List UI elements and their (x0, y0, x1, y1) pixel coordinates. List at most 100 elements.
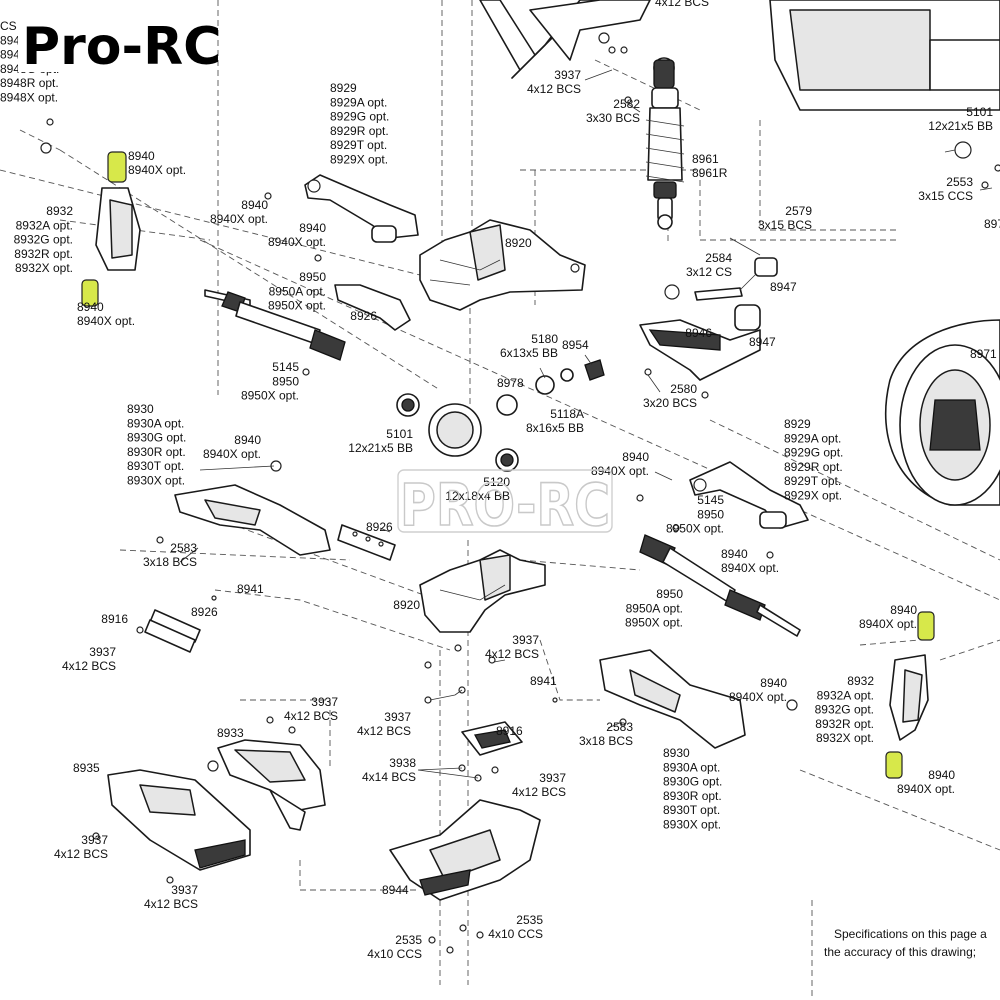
part-label-line: 2583 (606, 720, 633, 734)
part-label-line: 8930R opt. (127, 445, 186, 459)
part-label-line: 3937 (311, 695, 338, 709)
part-label-line: 4x12 BCS (54, 847, 108, 861)
part-label-line: 3x20 BCS (643, 396, 697, 410)
part-label: 8920 (505, 236, 532, 250)
part-label-line: 2584 (705, 251, 732, 265)
part-label: 8944 (382, 883, 409, 897)
part-label: 8941 (530, 674, 557, 688)
part-label-line: 2583 (170, 541, 197, 555)
part-label-line: 3937 (81, 833, 108, 847)
part-label-line: 8930R opt. (663, 789, 722, 803)
part-label-line: 8940X opt. (77, 314, 135, 328)
part-label-line: 8950X opt. (666, 522, 724, 536)
part-label-line: 8940X opt. (128, 163, 186, 177)
part-label-line: 4x12 BCS (62, 659, 116, 673)
part-label-line: 8929R opt. (330, 124, 389, 138)
link-bar-low (144, 609, 201, 653)
lower-arm-left (174, 460, 331, 556)
part-label-line: 8940 (760, 676, 787, 690)
part-label-line: 8948R opt. (0, 76, 59, 90)
part-label-line: 8926 (366, 520, 393, 534)
part-label: 8933 (217, 726, 244, 740)
part-label-line: 8940X opt. (591, 464, 649, 478)
part-label-line: 4x12 BCS (655, 0, 709, 9)
part-label-line: 8x16x5 BB (526, 421, 584, 435)
part-label: 8926 (366, 520, 393, 534)
part-label-line: 6x13x5 BB (500, 346, 558, 360)
part-label-line: 5145 (697, 493, 724, 507)
part-label-line: 8920 (393, 598, 420, 612)
part-label-line: 8930 (127, 402, 154, 416)
steering-bellcrank (639, 257, 778, 399)
part-label-line: 8930A opt. (663, 760, 720, 774)
part-label-line: 8929T opt. (330, 138, 387, 152)
upper-arm-front (304, 174, 419, 243)
part-label-line: 8950 (697, 507, 724, 521)
part-label-line: 8932 (46, 204, 73, 218)
part-label: 8926 (350, 309, 377, 323)
part-label-line: 8954 (562, 338, 589, 352)
watermark-logo: PRO-RC (400, 471, 610, 539)
part-label-line: 8932X opt. (15, 261, 73, 275)
part-label-line: 12x21x5 BB (928, 119, 993, 133)
part-label: 8935 (73, 761, 100, 775)
part-label-line: 8950A opt. (269, 284, 326, 298)
part-label-line: 3937 (89, 645, 116, 659)
link-bar-top (334, 284, 411, 331)
part-label-line: 8940X opt. (203, 447, 261, 461)
part-label-line: 3x18 BCS (579, 734, 633, 748)
part-label-line: 12x18x4 BB (445, 489, 510, 503)
part-label: 8941 (237, 582, 264, 596)
wheel-tire (884, 319, 1000, 506)
upper-arm-rear (689, 461, 809, 529)
part-label-line: 8971 (970, 347, 997, 361)
part-label-line: 8940X opt. (268, 235, 326, 249)
part-label-line: 5180 (531, 332, 558, 346)
knuckle-left (81, 151, 141, 307)
part-label-line: 4x12 BCS (284, 709, 338, 723)
part-label-line: 8940 (890, 603, 917, 617)
part-label-line: 8929G opt. (330, 110, 389, 124)
part-label-line: 2535 (395, 933, 422, 947)
part-label-line: 8932 (847, 674, 874, 688)
part-label-line: 5145 (272, 360, 299, 374)
part-label-line: 8950X opt. (268, 299, 326, 313)
part-label-line: 8950X opt. (625, 616, 683, 630)
part-label-line: 3x18 BCS (143, 555, 197, 569)
part-label-line: 4x14 BCS (362, 770, 416, 784)
part-label-line: 8940X opt. (897, 782, 955, 796)
part-label: 8916 (101, 612, 128, 626)
gearbox-front (419, 219, 586, 311)
part-label-line: 3x15 CCS (918, 189, 973, 203)
part-label-line: 4x12 BCS (512, 785, 566, 799)
label-leader-lines (179, 69, 993, 779)
part-label-line: 8946 (685, 326, 712, 340)
knuckle-right (885, 611, 935, 779)
part-label-line: 3937 (554, 68, 581, 82)
part-label-line: 8940 (234, 433, 261, 447)
part-label-line: CS (0, 19, 17, 33)
part-label-line: 8941 (530, 674, 557, 688)
part-label-line: 8947 (749, 335, 776, 349)
part-label-line: 8961 (692, 152, 719, 166)
part-label-line: 8916 (101, 612, 128, 626)
part-label-line: 2579 (785, 204, 812, 218)
